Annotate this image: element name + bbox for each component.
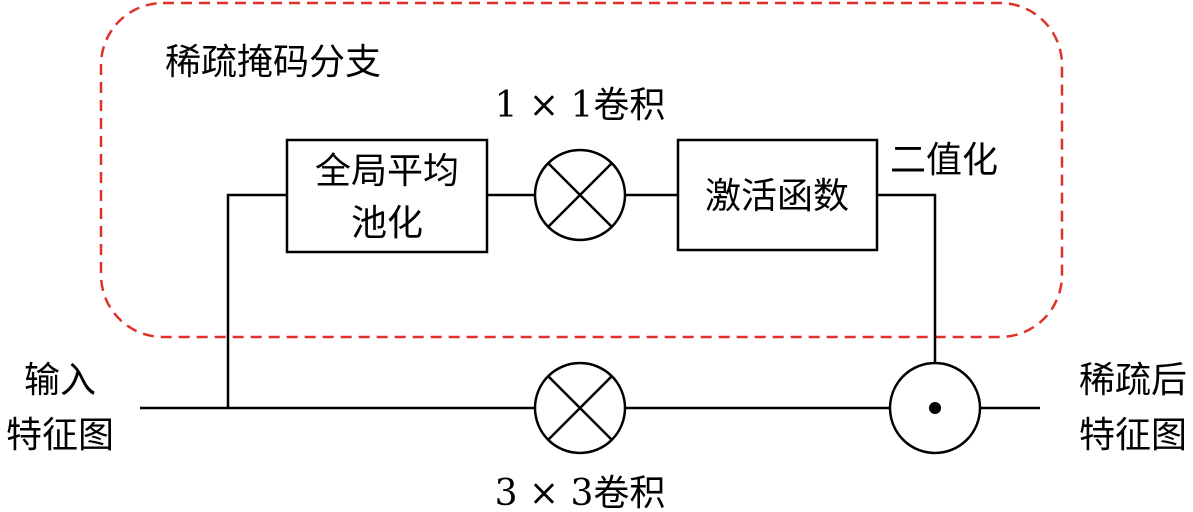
output-label-1: 稀疏后 <box>1079 360 1187 401</box>
branch-line-out <box>877 193 937 363</box>
output-label-2: 特征图 <box>1079 415 1187 456</box>
branch-line-in <box>226 193 287 408</box>
global-avg-pool-box <box>285 138 489 254</box>
binarize-label: 二值化 <box>890 140 998 181</box>
sparse-mask-branch-region <box>99 1 1064 339</box>
elementwise-multiply-icon <box>888 361 982 455</box>
gap-label-1: 全局平均 <box>315 151 459 192</box>
activation-box <box>676 138 879 252</box>
conv1x1-icon <box>533 148 627 242</box>
gap-label-2: 池化 <box>351 203 423 244</box>
activation-label: 激活函数 <box>705 176 849 217</box>
conv1x1-label: 1 × 1卷积 <box>495 85 666 126</box>
input-label-2: 特征图 <box>6 415 114 456</box>
branch-label: 稀疏掩码分支 <box>165 42 381 83</box>
input-label-1: 输入 <box>24 360 96 401</box>
conv3x3-icon <box>533 361 627 455</box>
conv3x3-label: 3 × 3卷积 <box>495 473 666 512</box>
